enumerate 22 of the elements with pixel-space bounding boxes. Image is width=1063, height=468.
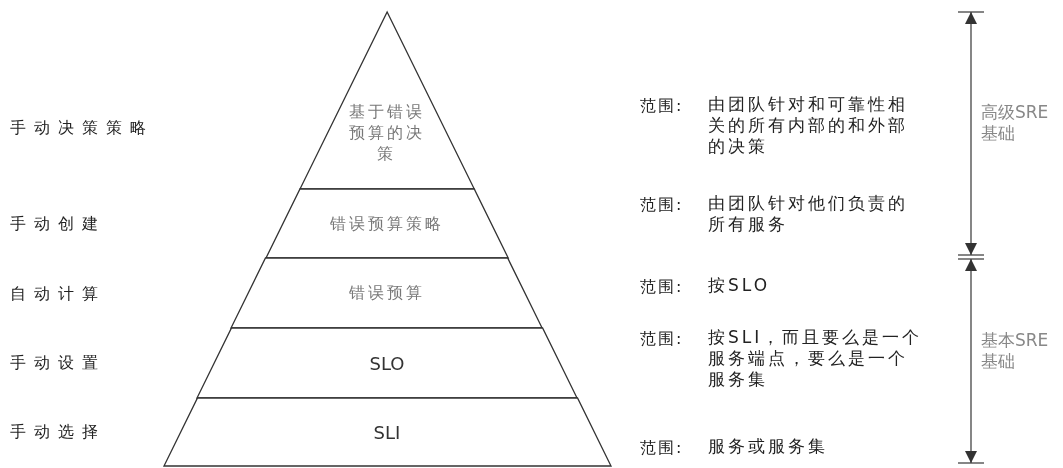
row-label: 手动选择 xyxy=(10,421,106,443)
row-label: 手动决策策略 xyxy=(10,117,154,139)
scope-description: 由团队针对和可靠性相关的所有内部的和外部的决策 xyxy=(708,94,909,157)
row-label: 手动创建 xyxy=(10,213,106,235)
scope-description: 按SLI，而且要么是一个服务端点，要么是一个服务集 xyxy=(708,327,924,390)
tier-text: 基于错误预算的决策 xyxy=(348,101,426,164)
tier-text: SLO xyxy=(369,351,405,376)
row-label: 手动设置 xyxy=(10,352,106,374)
tier-label: 基本SRE 基础 xyxy=(981,330,1050,372)
scope-label: 范围: xyxy=(640,437,684,459)
tier-text: 错误预算 xyxy=(349,282,425,304)
scope-label: 范围: xyxy=(640,95,684,117)
scope-description: 服务或服务集 xyxy=(708,436,829,457)
tier-text: SLI xyxy=(373,420,401,445)
row-label: 自动计算 xyxy=(10,283,106,305)
scope-label: 范围: xyxy=(640,276,684,298)
scope-label: 范围: xyxy=(640,194,684,216)
scope-description: 按SLO xyxy=(708,275,772,296)
scope-label: 范围: xyxy=(640,328,684,350)
tier-text: 错误预算策略 xyxy=(330,212,444,235)
tier-label: 高级SRE 基础 xyxy=(981,102,1050,144)
scope-description: 由团队针对他们负责的所有服务 xyxy=(708,193,909,235)
